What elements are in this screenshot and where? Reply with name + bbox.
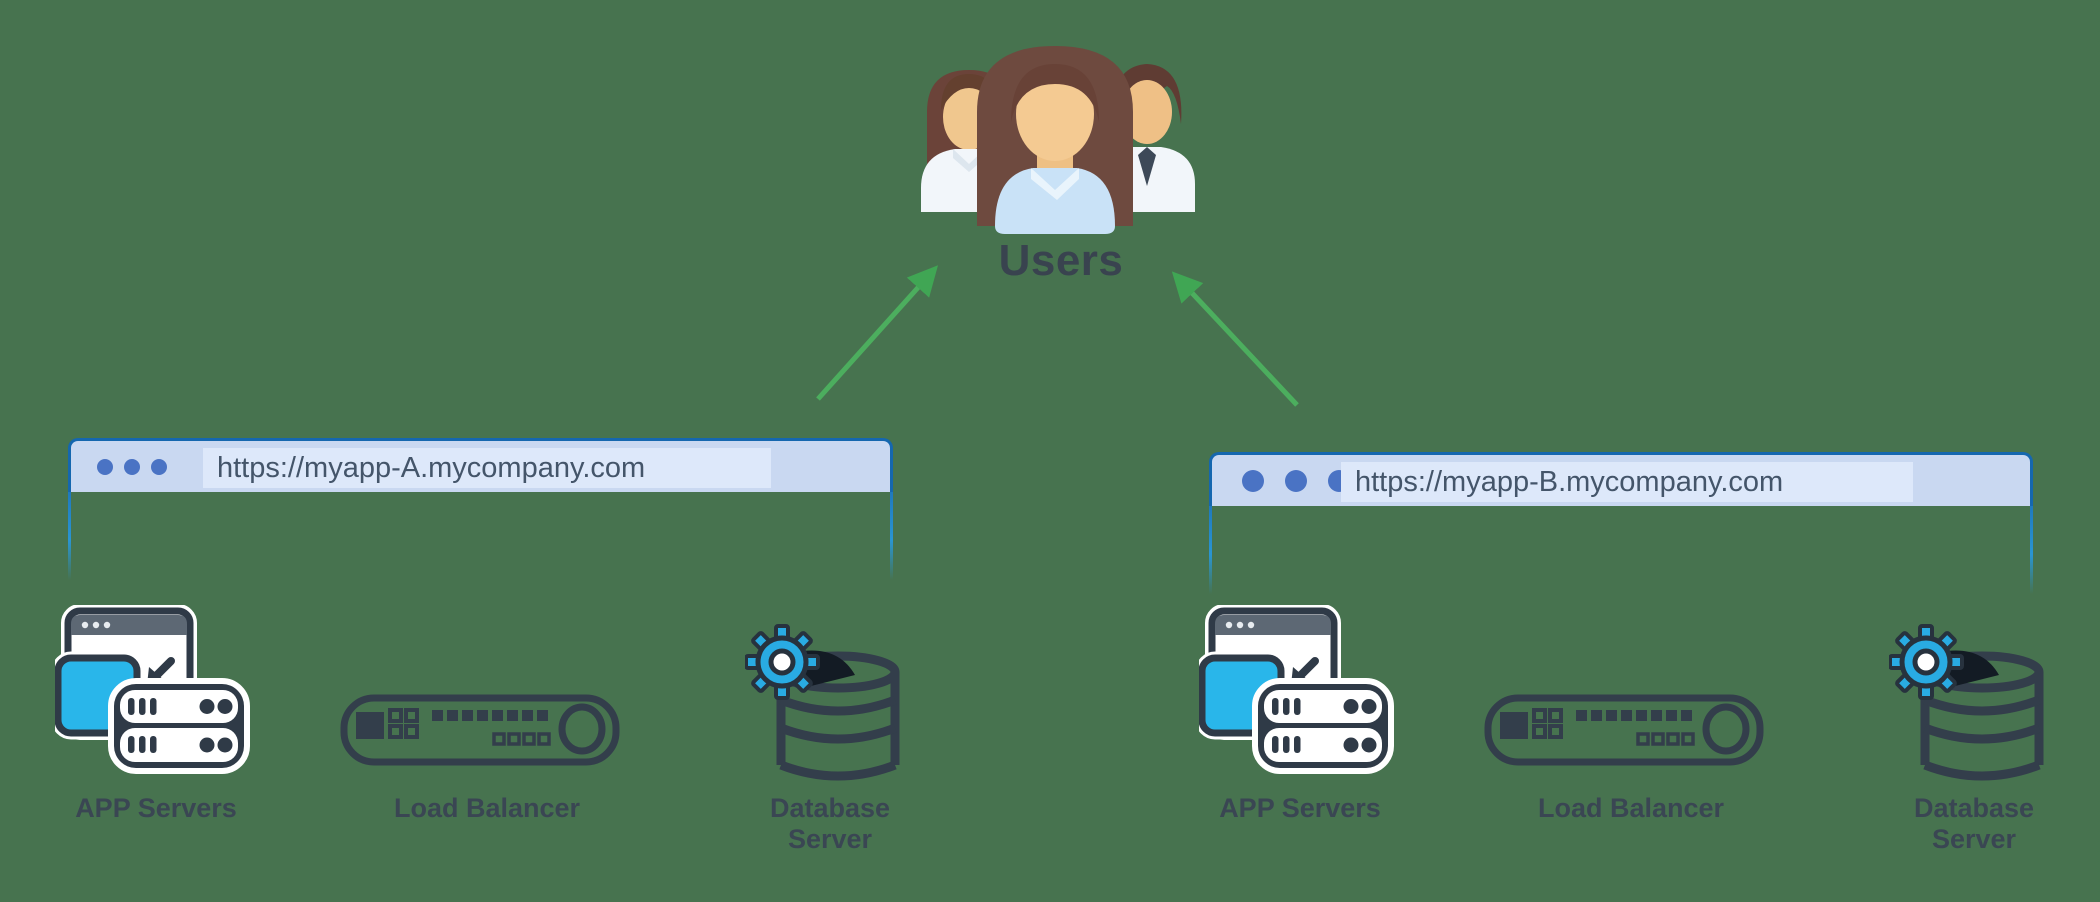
window-dot-icon xyxy=(124,458,140,475)
browser-titlebar: https://myapp-A.mycompany.com xyxy=(68,438,893,492)
load-balancer-label: Load Balancer xyxy=(1537,793,1725,823)
browser-window-b: https://myapp-B.mycompany.com xyxy=(1209,452,2033,594)
database-server-icon xyxy=(1889,615,2059,785)
server-stack-left: APP Servers Load Balancer Database Serve… xyxy=(50,600,950,860)
window-dots-icon xyxy=(1242,455,1350,506)
browser-titlebar: https://myapp-B.mycompany.com xyxy=(1209,452,2033,506)
browser-window-a: https://myapp-A.mycompany.com xyxy=(68,438,893,580)
window-dot-icon xyxy=(97,458,113,475)
database-server-label: Database Server xyxy=(1913,793,2035,854)
url-text: https://myapp-B.mycompany.com xyxy=(1355,465,1784,498)
load-balancer-icon xyxy=(340,690,620,770)
window-dot-icon xyxy=(1242,469,1264,492)
window-dot-icon xyxy=(151,458,167,475)
up-arrow-right-icon xyxy=(1171,271,1299,407)
url-text: https://myapp-A.mycompany.com xyxy=(217,451,646,484)
window-dots-icon xyxy=(97,441,167,492)
window-dot-icon xyxy=(1285,469,1307,492)
load-balancer-icon xyxy=(1484,690,1764,770)
url-field: https://myapp-A.mycompany.com xyxy=(203,448,771,488)
app-servers-icon xyxy=(1199,605,1449,790)
app-servers-label: APP Servers xyxy=(75,793,237,823)
app-servers-label: APP Servers xyxy=(1219,793,1381,823)
load-balancer-label: Load Balancer xyxy=(393,793,581,823)
database-server-label: Database Server xyxy=(769,793,891,854)
users-icon xyxy=(915,12,1195,234)
app-servers-icon xyxy=(55,605,305,790)
up-arrow-left-icon xyxy=(816,265,939,401)
database-server-icon xyxy=(745,615,915,785)
users-label: Users xyxy=(998,236,1124,285)
url-field: https://myapp-B.mycompany.com xyxy=(1341,462,1913,502)
server-stack-right: APP Servers Load Balancer Database Serve… xyxy=(1194,600,2094,860)
